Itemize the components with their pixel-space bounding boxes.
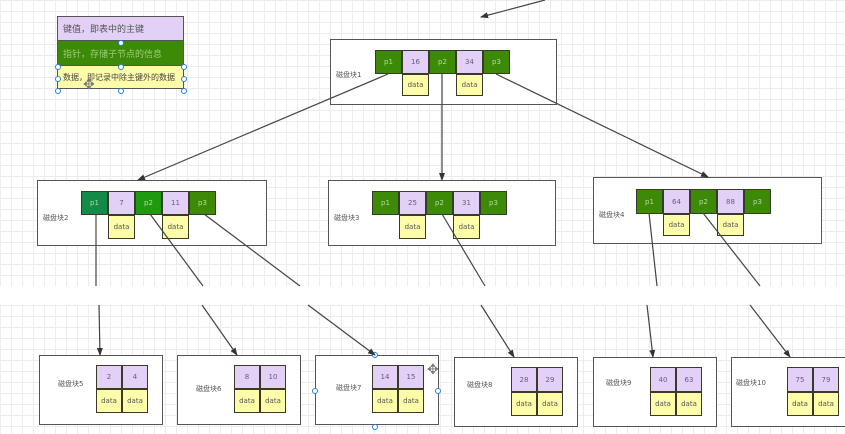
data-cell[interactable]: data xyxy=(108,215,135,239)
data-cell[interactable]: data xyxy=(537,392,563,416)
resize-handle[interactable] xyxy=(55,76,61,82)
key-cell[interactable]: 16 xyxy=(402,50,429,74)
data-cell[interactable]: data xyxy=(456,74,483,96)
key-cell[interactable]: 10 xyxy=(260,365,286,389)
data-cell[interactable]: data xyxy=(162,215,189,239)
legend-key[interactable]: 键值，即表中的主键 xyxy=(57,16,184,41)
data-cell[interactable]: data xyxy=(398,389,424,413)
block-label: 磁盘块4 xyxy=(599,211,625,219)
key-cell[interactable]: 11 xyxy=(162,191,189,215)
resize-handle[interactable] xyxy=(181,64,187,70)
data-cell[interactable]: data xyxy=(234,389,260,413)
resize-handle[interactable] xyxy=(312,388,318,394)
disk-block-7[interactable]: 磁盘块7 14 15 data data xyxy=(315,355,439,425)
disk-block-3[interactable]: 磁盘块3 p1 25 p2 31 p3 data data xyxy=(328,180,556,246)
key-cell[interactable]: 28 xyxy=(511,367,537,392)
key-cell[interactable]: 40 xyxy=(650,367,676,392)
pointer-cell[interactable]: p3 xyxy=(480,191,507,215)
data-cell[interactable]: data xyxy=(399,215,426,239)
resize-handle[interactable] xyxy=(372,352,378,358)
resize-handle[interactable] xyxy=(55,88,61,94)
block-label: 磁盘块1 xyxy=(336,71,362,79)
key-cell[interactable]: 75 xyxy=(787,367,813,392)
pointer-cell[interactable]: p3 xyxy=(744,189,771,214)
block-label: 磁盘块6 xyxy=(196,385,222,393)
key-cell[interactable]: 34 xyxy=(456,50,483,74)
data-cell[interactable]: data xyxy=(650,392,676,416)
pointer-cell[interactable]: p3 xyxy=(483,50,510,74)
block-label: 磁盘块8 xyxy=(467,381,493,389)
key-cell[interactable]: 15 xyxy=(398,365,424,389)
block-label: 磁盘块9 xyxy=(606,379,632,387)
block-label: 磁盘块2 xyxy=(43,214,69,222)
data-cell[interactable]: data xyxy=(717,214,744,236)
disk-block-9[interactable]: 磁盘块9 40 63 data data xyxy=(593,357,717,427)
resize-handle[interactable] xyxy=(118,40,124,46)
resize-handle[interactable] xyxy=(181,88,187,94)
data-cell[interactable]: data xyxy=(372,389,398,413)
data-cell[interactable]: data xyxy=(122,389,148,413)
data-cell[interactable]: data xyxy=(453,215,480,239)
key-cell[interactable]: 79 xyxy=(813,367,839,392)
disk-block-8[interactable]: 磁盘块8 28 29 data data xyxy=(454,357,578,427)
pointer-cell[interactable]: p2 xyxy=(429,50,456,74)
data-cell[interactable]: data xyxy=(813,392,839,416)
disk-block-1[interactable]: 磁盘块1 p1 16 p2 34 p3 data data xyxy=(330,39,557,105)
legend[interactable]: 键值，即表中的主键 指针，存储子节点的信息 数据，即记录中除主键外的数据 xyxy=(57,16,184,89)
resize-handle[interactable] xyxy=(55,64,61,70)
resize-handle[interactable] xyxy=(118,88,124,94)
block-label: 磁盘块10 xyxy=(736,379,766,387)
resize-handle[interactable] xyxy=(372,424,378,430)
resize-handle[interactable] xyxy=(435,388,441,394)
key-cell[interactable]: 29 xyxy=(537,367,563,392)
data-cell[interactable]: data xyxy=(511,392,537,416)
data-cell[interactable]: data xyxy=(260,389,286,413)
block-label: 磁盘块5 xyxy=(58,380,84,388)
pointer-cell[interactable]: p1 xyxy=(372,191,399,215)
disk-block-5[interactable]: 磁盘块5 2 4 data data xyxy=(39,355,163,425)
key-cell[interactable]: 31 xyxy=(453,191,480,215)
block-label: 磁盘块7 xyxy=(336,384,362,392)
disk-block-4[interactable]: 磁盘块4 p1 64 p2 88 p3 data data xyxy=(593,177,822,244)
move-cursor-icon: ✥ xyxy=(427,362,439,378)
resize-handle[interactable] xyxy=(181,76,187,82)
pointer-cell[interactable]: p1 xyxy=(636,189,663,214)
key-cell[interactable]: 25 xyxy=(399,191,426,215)
disk-block-10[interactable]: 磁盘块10 75 79 data data xyxy=(731,357,845,427)
disk-block-6[interactable]: 磁盘块6 8 10 data data xyxy=(177,355,301,425)
data-cell[interactable]: data xyxy=(663,214,690,236)
resize-handle[interactable] xyxy=(118,64,124,70)
pointer-cell[interactable]: p3 xyxy=(189,191,216,215)
key-cell[interactable]: 63 xyxy=(676,367,702,392)
data-cell[interactable]: data xyxy=(96,389,122,413)
key-cell[interactable]: 88 xyxy=(717,189,744,214)
disk-block-2[interactable]: 磁盘块2 p1 7 p2 11 p3 data data xyxy=(37,180,267,246)
block-label: 磁盘块3 xyxy=(334,214,360,222)
pointer-cell[interactable]: p2 xyxy=(426,191,453,215)
key-cell[interactable]: 4 xyxy=(122,365,148,389)
pointer-cell[interactable]: p1 xyxy=(81,191,108,215)
data-cell[interactable]: data xyxy=(402,74,429,96)
data-cell[interactable]: data xyxy=(676,392,702,416)
pointer-cell[interactable]: p1 xyxy=(375,50,402,74)
move-cursor-icon: ✥ xyxy=(83,77,95,93)
key-cell[interactable]: 2 xyxy=(96,365,122,389)
key-cell[interactable]: 64 xyxy=(663,189,690,214)
key-cell[interactable]: 7 xyxy=(108,191,135,215)
pointer-cell[interactable]: p2 xyxy=(690,189,717,214)
key-cell[interactable]: 14 xyxy=(372,365,398,389)
pointer-cell[interactable]: p2 xyxy=(135,191,162,215)
data-cell[interactable]: data xyxy=(787,392,813,416)
key-cell[interactable]: 8 xyxy=(234,365,260,389)
